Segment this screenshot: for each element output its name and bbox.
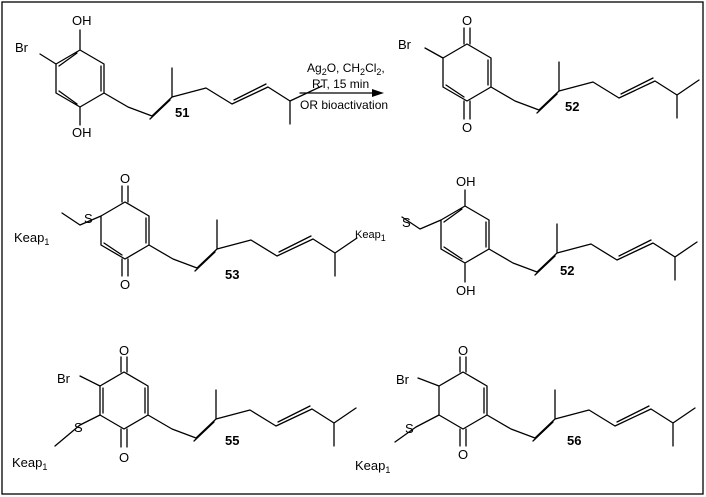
compound-number-55: 55 <box>225 433 239 448</box>
conditions-line-2: RT, 15 min <box>312 77 369 91</box>
keap1-label: Keap1 <box>14 230 49 247</box>
compound-number-51: 51 <box>175 105 189 120</box>
conditions-line-3: OR bioactivation <box>300 98 388 112</box>
compound-number-56: 56 <box>567 433 581 448</box>
compound-52-hydroquinone: OH OH S Keap1 52 <box>355 174 698 298</box>
carbonyl-bottom-label: O <box>462 120 472 135</box>
sulfur-label: S <box>402 215 411 230</box>
compound-number-52: 52 <box>560 263 574 278</box>
carbonyl-bottom-label: O <box>458 447 468 462</box>
compound-number-52: 52 <box>565 99 579 114</box>
compound-52-quinone: O O Br 52 <box>398 13 700 135</box>
hydroxyl-bottom-label: OH <box>456 283 476 298</box>
compound-number-53: 53 <box>225 267 239 282</box>
bromo-label: Br <box>57 371 71 386</box>
carbonyl-top-label: O <box>119 343 129 358</box>
conditions-line-1: Ag2O, CH2Cl2, <box>307 61 385 77</box>
keap1-label: Keap1 <box>12 455 47 472</box>
carbonyl-bottom-label: O <box>119 450 129 465</box>
hydroxyl-top-label: OH <box>456 174 476 189</box>
compound-51: OH OH Br 51 <box>15 13 323 140</box>
compound-55: O O Br S Keap1 55 <box>12 343 357 472</box>
carbonyl-top-label: O <box>458 343 468 358</box>
reaction-arrow: Ag2O, CH2Cl2, RT, 15 min OR bioactivatio… <box>299 61 388 112</box>
bromo-label: Br <box>15 40 29 55</box>
sulfur-label: S <box>74 420 83 435</box>
carbonyl-top-label: O <box>462 13 472 28</box>
hydroxyl-bottom-label: OH <box>72 125 92 140</box>
keap1-label: Keap1 <box>355 458 390 475</box>
carbonyl-bottom-label: O <box>120 277 130 292</box>
sulfur-label: S <box>84 211 93 226</box>
bromo-label: Br <box>396 372 410 387</box>
hydroxyl-top-label: OH <box>72 13 92 28</box>
sulfur-label: S <box>405 421 414 436</box>
carbonyl-top-label: O <box>120 171 130 186</box>
compound-53: O O S Keap1 53 <box>14 171 358 292</box>
compound-56: O O Br S Keap1 56 <box>355 343 696 475</box>
bromo-label: Br <box>398 37 412 52</box>
keap1-label: Keap1 <box>355 229 386 243</box>
